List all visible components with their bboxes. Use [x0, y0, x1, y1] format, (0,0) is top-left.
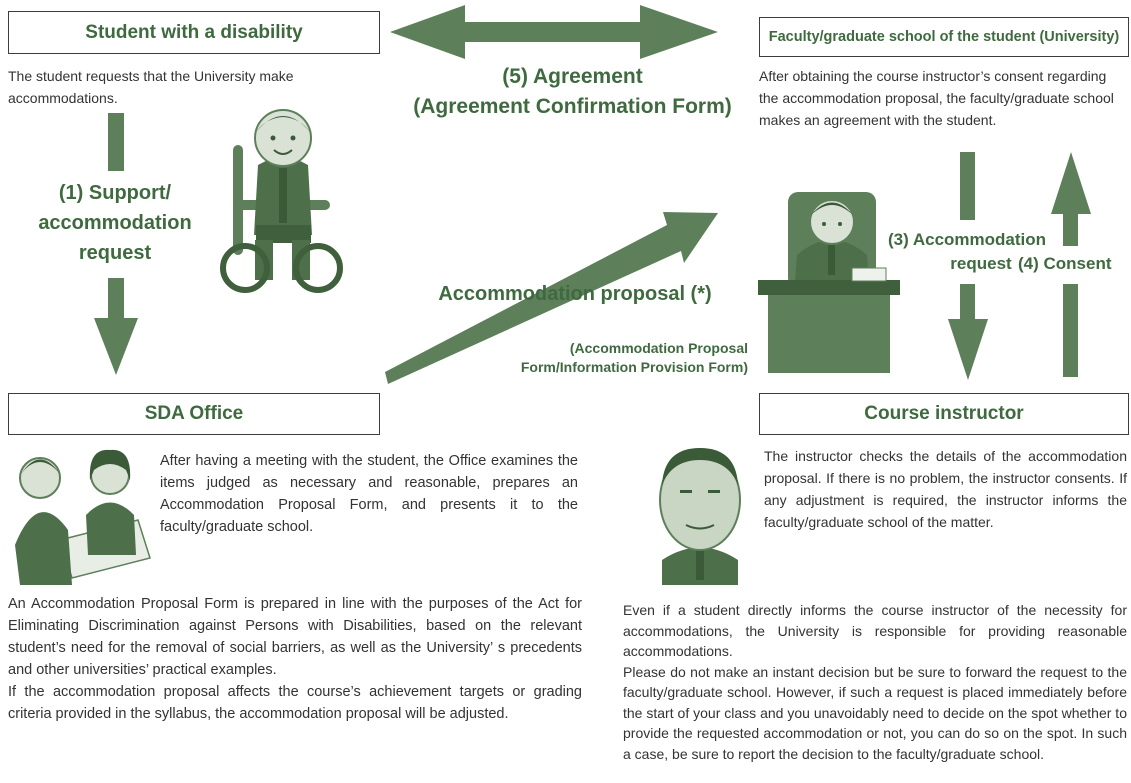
agreement-label-line1: (5) Agreement [502, 65, 643, 88]
instructor-note-paragraph-1: Even if a student directly informs the c… [623, 602, 1127, 659]
support-request-label-line3: request [78, 242, 152, 264]
support-request-label-line1: (1) Support/ [58, 182, 172, 204]
accommodation-proposal-label: Accommodation proposal (*) [438, 283, 712, 305]
support-request-label-line2: accommodation [38, 212, 192, 234]
proposal-form-label: (Accommodation Proposal Form/Information… [440, 339, 748, 377]
instructor-note-text: Even if a student directly informs the c… [623, 600, 1127, 764]
support-request-arrow [94, 113, 138, 375]
accommodation-proposal-arrow [385, 212, 718, 384]
student-wheelchair-illustration [220, 109, 343, 293]
faculty-agreement-text: After obtaining the course instructor’s … [759, 68, 1114, 128]
consent-label: (4) Consent [1018, 254, 1112, 273]
student-request-text: The student requests that the University… [8, 68, 294, 106]
sda-meeting-text: After having a meeting with the student,… [160, 453, 578, 535]
support-request-label: (1) Support/ accommodation request [20, 178, 210, 268]
faculty-desk-illustration [758, 192, 900, 373]
accommodation-request-label-line2: request [950, 254, 1012, 273]
sda-form-text: An Accommodation Proposal Form is prepar… [8, 593, 582, 725]
faculty-box: Faculty/graduate school of the student (… [759, 17, 1129, 57]
instructor-note-paragraph-2: Please do not make an instant decision b… [623, 663, 1127, 762]
agreement-label-line2: (Agreement Confirmation Form) [413, 95, 732, 118]
accommodation-request-label: (3) Accommodation request [878, 228, 1056, 276]
sda-meeting-illustration [15, 449, 151, 585]
proposal-form-label-line1: (Accommodation Proposal [569, 340, 748, 356]
proposal-form-label-line2: Form/Information Provision Form) [520, 359, 748, 375]
accommodation-request-label-line1: (3) Accommodation [887, 230, 1047, 249]
course-instructor-box: Course instructor [759, 393, 1129, 435]
student-box: Student with a disability [8, 11, 380, 54]
instructor-check-text: The instructor checks the details of the… [764, 448, 1127, 530]
consent-arrow [1051, 152, 1091, 377]
sda-form-paragraph-1: An Accommodation Proposal Form is prepar… [8, 596, 582, 678]
agreement-double-arrow [390, 5, 718, 59]
instructor-portrait-illustration [659, 448, 741, 585]
accommodation-request-arrow [948, 152, 988, 380]
sda-office-box: SDA Office [8, 393, 380, 435]
sda-form-paragraph-2: If the accommodation proposal affects th… [8, 684, 582, 722]
agreement-label: (5) Agreement (Agreement Confirmation Fo… [400, 62, 745, 122]
